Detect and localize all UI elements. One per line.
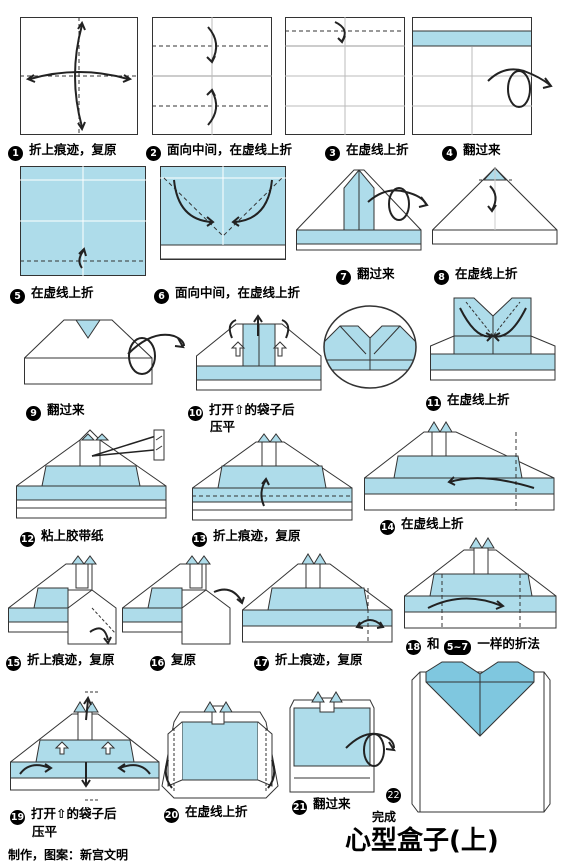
step-10-diagram xyxy=(196,314,322,391)
step-19-caption-line2: 压平 xyxy=(32,824,58,839)
step-21-diagram xyxy=(289,691,396,793)
step-6-diagram xyxy=(160,166,286,260)
step-13-diagram xyxy=(192,433,353,521)
step-7-diagram xyxy=(296,169,429,251)
step-22-finished-box xyxy=(411,661,551,813)
step-9-diagram xyxy=(24,319,185,385)
done-label: 完成 xyxy=(372,810,397,824)
step-3-diagram xyxy=(285,17,405,135)
step-10-detail-circle xyxy=(323,305,417,389)
step-18-diagram xyxy=(404,537,557,629)
credit-line: 制作，图案：新宫文明 xyxy=(8,848,129,862)
step-10-caption-line2: 压平 xyxy=(210,419,236,434)
step-5-diagram xyxy=(20,166,146,276)
step-19-diagram xyxy=(10,691,160,801)
step-1-diagram xyxy=(20,17,138,135)
step-15-diagram xyxy=(8,555,117,645)
step-16-diagram xyxy=(122,555,245,645)
step-4-diagram xyxy=(412,17,553,135)
step-12-diagram xyxy=(16,429,167,519)
step-17-diagram xyxy=(242,553,393,643)
step-22-number: 22 xyxy=(386,788,401,803)
page-title: 心型盒子(上) xyxy=(345,826,499,856)
step-2-diagram xyxy=(152,17,272,135)
step-11-diagram xyxy=(430,297,556,381)
step-14-diagram xyxy=(364,421,555,511)
step-20-diagram xyxy=(161,701,279,799)
step-8-diagram xyxy=(432,167,558,245)
